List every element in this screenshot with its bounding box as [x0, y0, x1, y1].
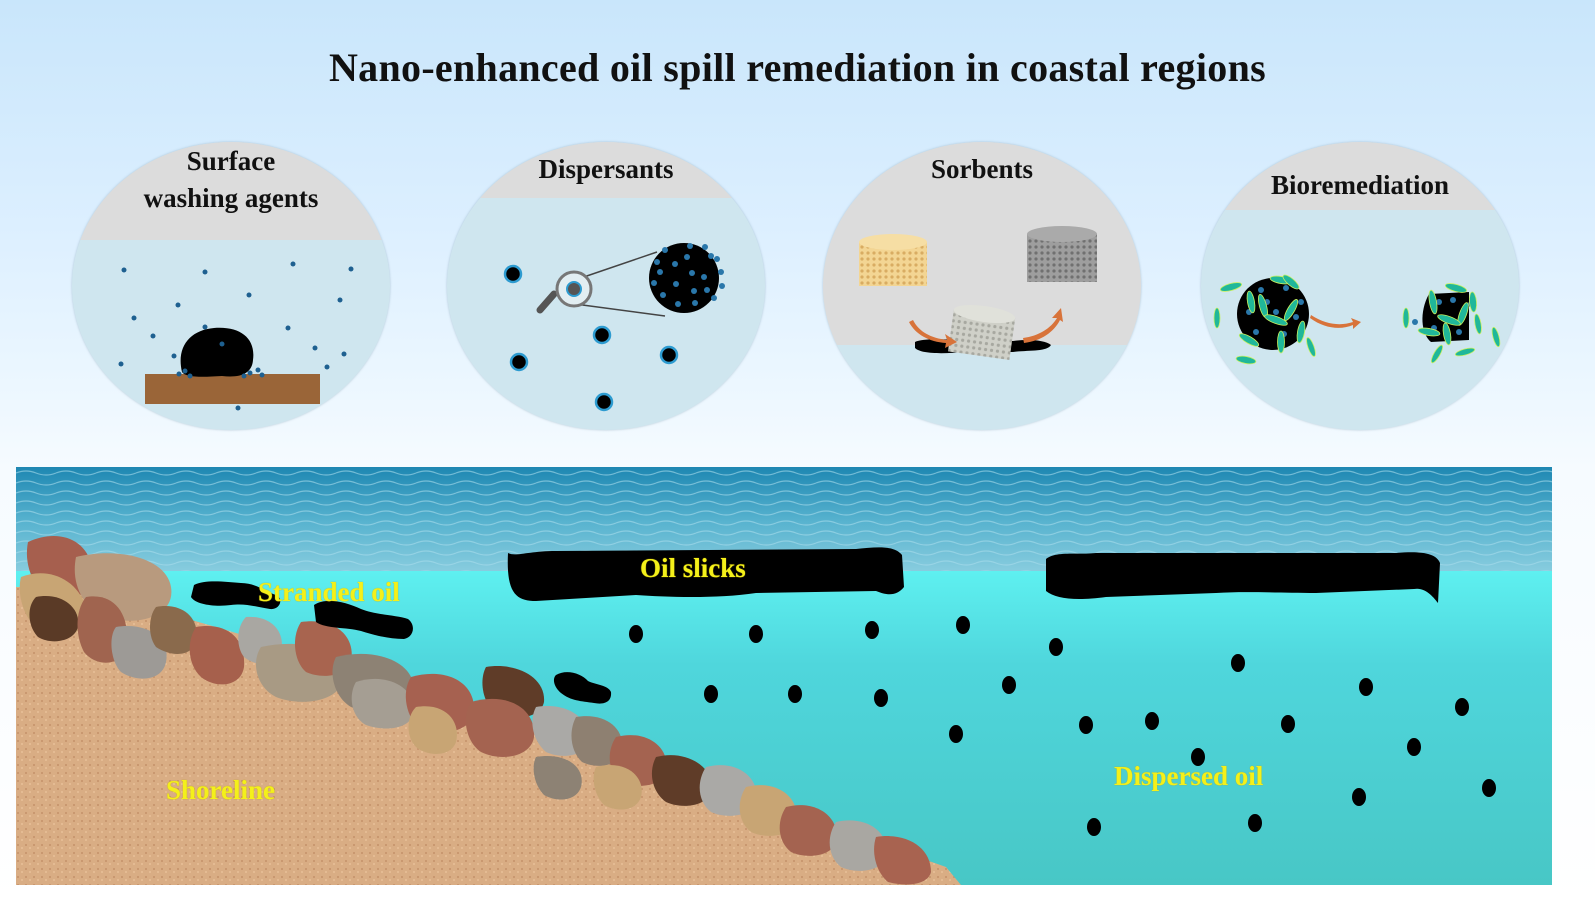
- sorbents-illustration: [859, 226, 1097, 360]
- panel-header-bg: [1201, 142, 1519, 210]
- panel-label: Bioremediation: [1201, 170, 1519, 200]
- saturated-sorbent: [1027, 226, 1097, 282]
- substrate: [145, 374, 320, 404]
- bioremediation-illustration: [1213, 274, 1501, 365]
- panel-label-line1: Dispersants: [538, 154, 674, 184]
- sorbent-absorbing: [947, 305, 1016, 360]
- stranded-oil-2: [314, 600, 413, 639]
- zoomed-droplet: [649, 243, 725, 313]
- panel-dispersants: Dispersants: [447, 142, 765, 430]
- surface-washing-illustration: [118, 261, 354, 411]
- stranded-oil-1: [191, 581, 281, 610]
- panel-label: Sorbents: [823, 154, 1141, 184]
- oil-droplet-degraded: [1402, 283, 1501, 364]
- stranded-oil-3: [553, 672, 612, 704]
- panel-label-line1: Surface: [186, 146, 276, 176]
- coastal-scene: Stranded oil Oil slicks Shoreline Disper…: [16, 467, 1552, 885]
- shoreline-rocks: [19, 535, 931, 885]
- label-stranded-oil: Stranded oil: [258, 577, 400, 607]
- panel-label: Dispersants: [447, 154, 765, 184]
- magnifier-icon: [536, 251, 666, 317]
- arrow-down-icon: [909, 320, 957, 348]
- figure-title: Nano-enhanced oil spill remediation in c…: [328, 45, 1266, 90]
- arrow-right-icon: [1310, 315, 1361, 329]
- panel-surface-washing: Surface washing agents: [72, 142, 390, 430]
- panel-header-bg: [447, 142, 765, 198]
- nanoparticles: [118, 261, 354, 411]
- coastal-scene-illustration: [16, 467, 1552, 885]
- oil-droplet-before: [1213, 274, 1316, 365]
- panel-bioremediation: Bioremediation: [1201, 142, 1519, 430]
- panel-label: Surface washing agents: [72, 146, 390, 213]
- panel-sorbents: Sorbents: [823, 142, 1141, 430]
- clean-sorbent: [859, 234, 927, 286]
- panel-label-line1: Sorbents: [930, 154, 1033, 184]
- panel-label-line2: washing agents: [143, 183, 319, 213]
- panel-header-bg: [72, 142, 390, 240]
- panel-label-line1: Bioremediation: [1271, 170, 1449, 200]
- oil-slick-2: [1046, 552, 1440, 603]
- label-shoreline: Shoreline: [166, 775, 276, 805]
- oil-slick-1: [507, 547, 904, 601]
- oil-droplet: [180, 327, 254, 377]
- arrow-up-icon: [1023, 308, 1063, 343]
- dispersants-illustration: [503, 243, 725, 412]
- dispersed-droplets: [503, 264, 679, 412]
- label-oil-slicks: Oil slicks: [640, 553, 746, 583]
- label-dispersed-oil: Dispersed oil: [1114, 761, 1264, 791]
- dispersed-oil-droplets: [629, 616, 1496, 836]
